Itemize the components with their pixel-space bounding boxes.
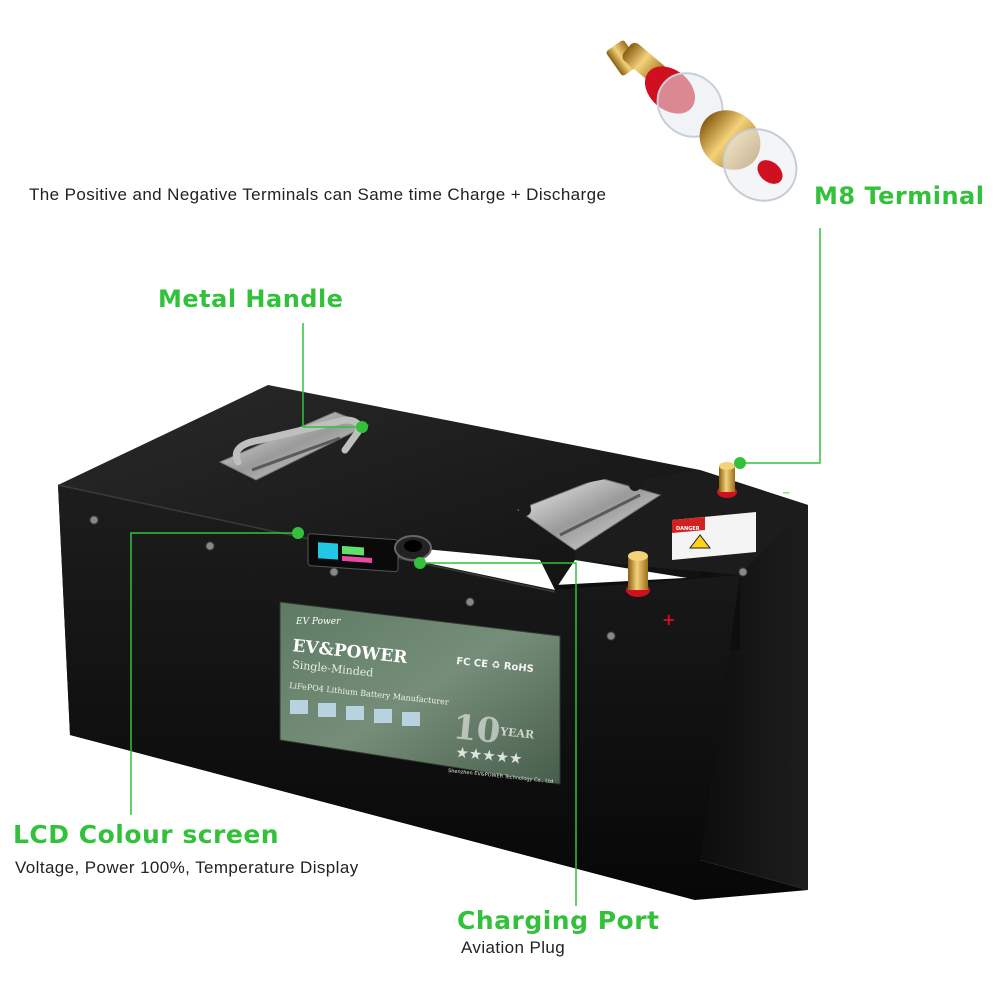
lcd-screen-leader [130, 532, 298, 815]
front-label-panel [279, 601, 561, 785]
callout-dots [292, 421, 746, 569]
negative-sign: − [782, 488, 790, 499]
charging-port-leader [420, 562, 577, 906]
metal-handle-callout: Metal Handle [158, 285, 344, 313]
terminal-note: The Positive and Negative Terminals can … [29, 185, 607, 204]
warning-label [672, 512, 756, 560]
positive-terminal [626, 551, 650, 597]
m8-terminal-closeup [606, 40, 798, 202]
warning-label-text: DANGER [676, 526, 700, 532]
negative-terminal [717, 462, 737, 498]
callout-lines [130, 228, 821, 906]
metal-handle-dot [356, 421, 368, 433]
label-badge-suffix: YEAR [499, 725, 536, 742]
m8-terminal-callout: M8 Terminal [814, 182, 985, 210]
metal-handle-2 [516, 463, 662, 551]
charging-port [394, 535, 432, 561]
m8-terminal-leader [740, 228, 821, 464]
lcd-display [307, 533, 399, 573]
label-badge: 10 [451, 707, 502, 752]
charging-port-callout: Charging Port [457, 906, 660, 935]
metal-handle [218, 411, 370, 481]
positive-sign: + [662, 610, 675, 629]
metal-handle-leader [302, 323, 362, 428]
lcd-screen-dot [292, 527, 304, 539]
m8-terminal-dot [734, 457, 746, 469]
lcd-screen-note: Voltage, Power 100%, Temperature Display [15, 858, 359, 877]
lcd-screen-callout: LCD Colour screen [13, 820, 280, 849]
charging-port-dot [414, 557, 426, 569]
label-logo: EV Power [295, 617, 341, 627]
charging-port-note: Aviation Plug [461, 938, 566, 957]
